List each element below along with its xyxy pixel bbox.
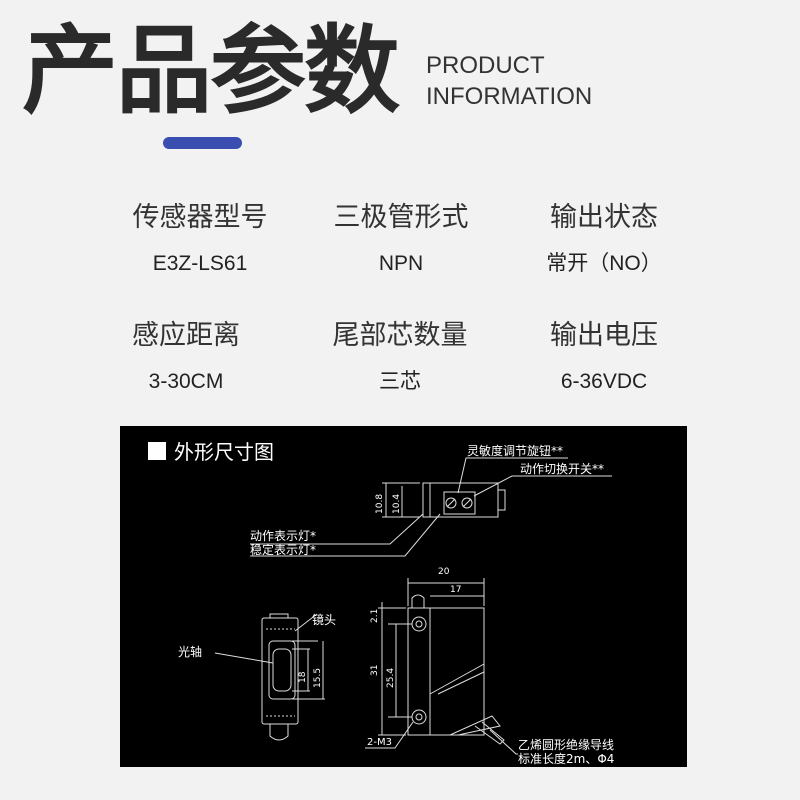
dim-17: 17 bbox=[450, 585, 461, 595]
dimension-drawing: 灵敏度调节旋钮** 动作切换开关** 动作表示灯* 稳定表示灯* 镜头 光轴 乙… bbox=[120, 426, 687, 767]
spec-voltage: 输出电压 6-36VDC bbox=[504, 318, 704, 396]
dim-2-1: 2.1 bbox=[370, 609, 380, 623]
accent-bar bbox=[163, 137, 242, 149]
top-leaders bbox=[250, 457, 612, 557]
spec-label: 输出电压 bbox=[550, 320, 658, 351]
spec-value: 3-30CM bbox=[148, 370, 224, 393]
label-mode-switch: 动作切换开关** bbox=[520, 462, 604, 476]
label-action-led: 动作表示灯* bbox=[250, 529, 316, 543]
drawing-heading: 外形尺寸图 bbox=[148, 436, 274, 465]
square-icon bbox=[148, 441, 166, 460]
dim-10-4: 10.4 bbox=[392, 494, 402, 514]
spec-value: NPN bbox=[378, 252, 424, 275]
label-lens: 镜头 bbox=[312, 612, 336, 627]
spec-label: 感应距离 bbox=[132, 320, 240, 351]
front-view bbox=[214, 613, 325, 741]
label-mount: 2-M3 bbox=[367, 737, 392, 748]
spec-label: 传感器型号 bbox=[132, 202, 268, 233]
label-optical-axis: 光轴 bbox=[178, 644, 202, 659]
spec-label: 三极管形式 bbox=[333, 202, 469, 233]
spec-output-state: 输出状态 常开（NO） bbox=[504, 200, 704, 278]
spec-distance: 感应距离 3-30CM bbox=[86, 318, 286, 396]
spec-value: 三芯 bbox=[379, 370, 421, 393]
side-view bbox=[365, 578, 518, 755]
subtitle-line-2: INFORMATION bbox=[426, 83, 593, 110]
subtitle-line-1: PRODUCT bbox=[426, 52, 545, 79]
label-cable: 乙烯圆形绝缘导线 bbox=[518, 737, 614, 752]
spec-label: 输出状态 bbox=[550, 202, 658, 233]
spec-wire-cores: 尾部芯数量 三芯 bbox=[300, 318, 500, 396]
spec-transistor: 三极管形式 NPN bbox=[301, 200, 501, 278]
dim-25-4: 25.4 bbox=[386, 668, 396, 688]
dim-20: 20 bbox=[438, 567, 450, 577]
label-sensitivity: 灵敏度调节旋钮** bbox=[467, 443, 563, 458]
label-cable-spec: 标准长度2m、Φ4 bbox=[518, 751, 614, 766]
dim-10-8: 10.8 bbox=[375, 494, 385, 514]
drawing-canvas: 灵敏度调节旋钮** 动作切换开关** 动作表示灯* 稳定表示灯* 镜头 光轴 乙… bbox=[178, 443, 614, 766]
page-subtitle: PRODUCT INFORMATION bbox=[426, 50, 592, 112]
drawing-heading-text: 外形尺寸图 bbox=[174, 440, 274, 464]
dim-15-5: 15.5 bbox=[313, 668, 323, 688]
spec-model: 传感器型号 E3Z-LS61 bbox=[100, 200, 300, 278]
label-stable-led: 稳定表示灯* bbox=[250, 542, 316, 557]
dim-31: 31 bbox=[370, 665, 380, 676]
spec-value: 6-36VDC bbox=[560, 370, 648, 393]
page-title: 产品参数 bbox=[22, 15, 400, 127]
spec-value: 常开（NO） bbox=[546, 252, 662, 275]
spec-label: 尾部芯数量 bbox=[332, 320, 468, 351]
dim-18: 18 bbox=[298, 671, 308, 683]
spec-value: E3Z-LS61 bbox=[152, 252, 248, 275]
